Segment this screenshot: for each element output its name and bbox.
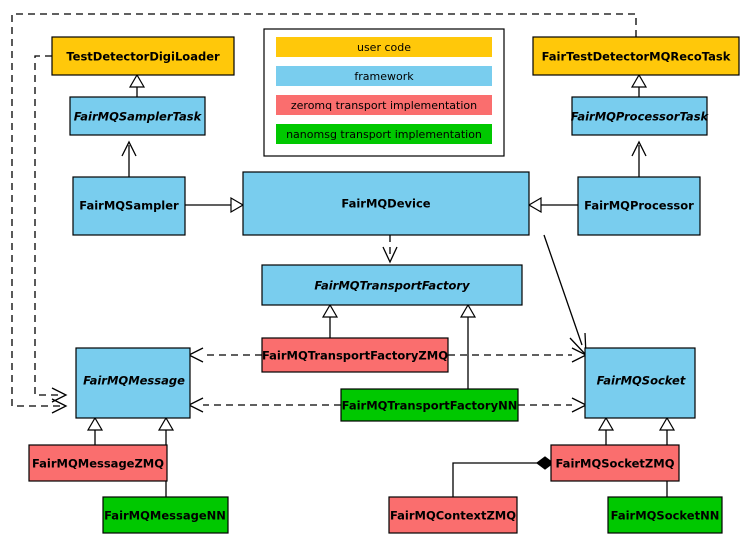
node-label: FairTestDetectorMQRecoTask bbox=[542, 50, 731, 64]
legend-swatch bbox=[276, 37, 492, 57]
node-FairMQTransportFactoryNN[interactable]: FairMQTransportFactoryNN bbox=[340, 388, 519, 422]
legend-label: nanomsg transport implementation bbox=[286, 128, 482, 141]
node-FairMQDevice[interactable]: FairMQDevice bbox=[242, 171, 530, 236]
edge-processor-to-processortask bbox=[631, 140, 647, 177]
node-FairMQMessage[interactable]: FairMQMessage bbox=[75, 347, 191, 419]
node-label: FairMQSocketZMQ bbox=[556, 457, 675, 471]
node-box bbox=[75, 347, 191, 419]
node-label: FairMQContextZMQ bbox=[390, 509, 516, 523]
node-box bbox=[532, 36, 740, 76]
node-box bbox=[72, 176, 186, 236]
edge-tfzmq-to-tf bbox=[321, 303, 339, 338]
edge-processortask-to-recotask bbox=[630, 73, 648, 97]
node-label: FairMQSocketNN bbox=[611, 509, 720, 523]
node-label: FairMQMessageNN bbox=[104, 509, 226, 523]
node-box bbox=[28, 444, 168, 482]
legend-label: zeromq transport implementation bbox=[291, 99, 477, 112]
node-FairMQSocketNN[interactable]: FairMQSocketNN bbox=[607, 496, 723, 534]
node-box bbox=[261, 337, 449, 373]
node-FairTestDetectorMQRecoTask[interactable]: FairTestDetectorMQRecoTask bbox=[532, 36, 740, 76]
node-box bbox=[571, 96, 708, 136]
node-box bbox=[388, 496, 518, 534]
legend-label: user code bbox=[357, 41, 411, 54]
node-label: FairMQProcessorTask bbox=[571, 110, 710, 124]
edge-socketzmq-to-socket bbox=[597, 416, 615, 445]
node-label: FairMQMessageZMQ bbox=[32, 457, 164, 471]
node-label: FairMQTransportFactoryZMQ bbox=[262, 349, 448, 363]
node-FairMQContextZMQ[interactable]: FairMQContextZMQ bbox=[388, 496, 518, 534]
node-TestDetectorDigiLoader[interactable]: TestDetectorDigiLoader bbox=[51, 36, 235, 76]
node-label: FairMQProcessor bbox=[584, 199, 694, 213]
node-label: FairMQMessage bbox=[83, 374, 185, 388]
edge-messagezmq-to-message bbox=[86, 416, 104, 445]
edge-device-to-socket bbox=[543, 234, 587, 357]
node-label: FairMQSamplerTask bbox=[74, 110, 203, 124]
edge-samplertask-to-digiloader bbox=[128, 73, 146, 97]
node-label: TestDetectorDigiLoader bbox=[66, 50, 220, 64]
legend-item-framework: framework bbox=[276, 66, 492, 86]
edge-device-to-transportfactory bbox=[382, 235, 398, 264]
edge-tfnn-to-message bbox=[187, 397, 341, 413]
node-FairMQTransportFactory[interactable]: FairMQTransportFactory bbox=[261, 264, 523, 306]
node-box bbox=[69, 96, 206, 136]
node-layer: TestDetectorDigiLoader FairMQSamplerTask… bbox=[28, 36, 740, 534]
edge-recotask-to-message bbox=[11, 13, 637, 414]
node-box bbox=[584, 347, 696, 419]
node-FairMQSampler[interactable]: FairMQSampler bbox=[72, 176, 186, 236]
legend-item-zeromq: zeromq transport implementation bbox=[276, 95, 492, 115]
legend-swatch bbox=[276, 95, 492, 115]
edge-tfzmq-to-message bbox=[187, 347, 262, 363]
node-label: FairMQTransportFactory bbox=[314, 279, 470, 293]
node-FairMQSocketZMQ[interactable]: FairMQSocketZMQ bbox=[550, 444, 680, 482]
edge-digiloader-to-message bbox=[34, 55, 68, 403]
node-FairMQMessageNN[interactable]: FairMQMessageNN bbox=[102, 496, 229, 534]
legend-item-nanomsg: nanomsg transport implementation bbox=[276, 124, 492, 144]
node-FairMQTransportFactoryZMQ[interactable]: FairMQTransportFactoryZMQ bbox=[261, 337, 449, 373]
node-box bbox=[340, 388, 519, 422]
edge-layer bbox=[11, 13, 676, 497]
node-box bbox=[550, 444, 680, 482]
edge-sampler-to-samplertask bbox=[121, 140, 137, 177]
node-label: FairMQTransportFactoryNN bbox=[342, 399, 518, 413]
edge-processor-to-device bbox=[527, 196, 578, 214]
node-FairMQSocket[interactable]: FairMQSocket bbox=[584, 347, 696, 419]
node-label: FairMQSocket bbox=[597, 374, 686, 388]
node-box bbox=[242, 171, 530, 236]
node-FairMQMessageZMQ[interactable]: FairMQMessageZMQ bbox=[28, 444, 168, 482]
edge-tfzmq-to-socket bbox=[448, 347, 588, 363]
node-box bbox=[577, 176, 701, 236]
legend-swatch bbox=[276, 66, 492, 86]
edge-tfnn-to-socket bbox=[518, 397, 588, 413]
node-box bbox=[607, 496, 723, 534]
node-FairMQSamplerTask[interactable]: FairMQSamplerTask bbox=[69, 96, 206, 136]
legend-item-user-code: user code bbox=[276, 37, 492, 57]
legend-label: framework bbox=[354, 70, 414, 83]
edge-tfnn-to-tf bbox=[459, 303, 477, 389]
edge-contextzmq-to-socketzmq bbox=[452, 456, 554, 497]
legend: user code framework zeromq transport imp… bbox=[263, 28, 505, 157]
node-label: FairMQSampler bbox=[79, 199, 179, 213]
legend-swatch bbox=[276, 124, 492, 144]
edge-sampler-to-device bbox=[185, 196, 245, 214]
node-label: FairMQDevice bbox=[341, 197, 430, 211]
node-box bbox=[261, 264, 523, 306]
node-FairMQProcessor[interactable]: FairMQProcessor bbox=[577, 176, 701, 236]
node-box bbox=[51, 36, 235, 76]
node-box bbox=[102, 496, 229, 534]
node-FairMQProcessorTask[interactable]: FairMQProcessorTask bbox=[571, 96, 710, 136]
